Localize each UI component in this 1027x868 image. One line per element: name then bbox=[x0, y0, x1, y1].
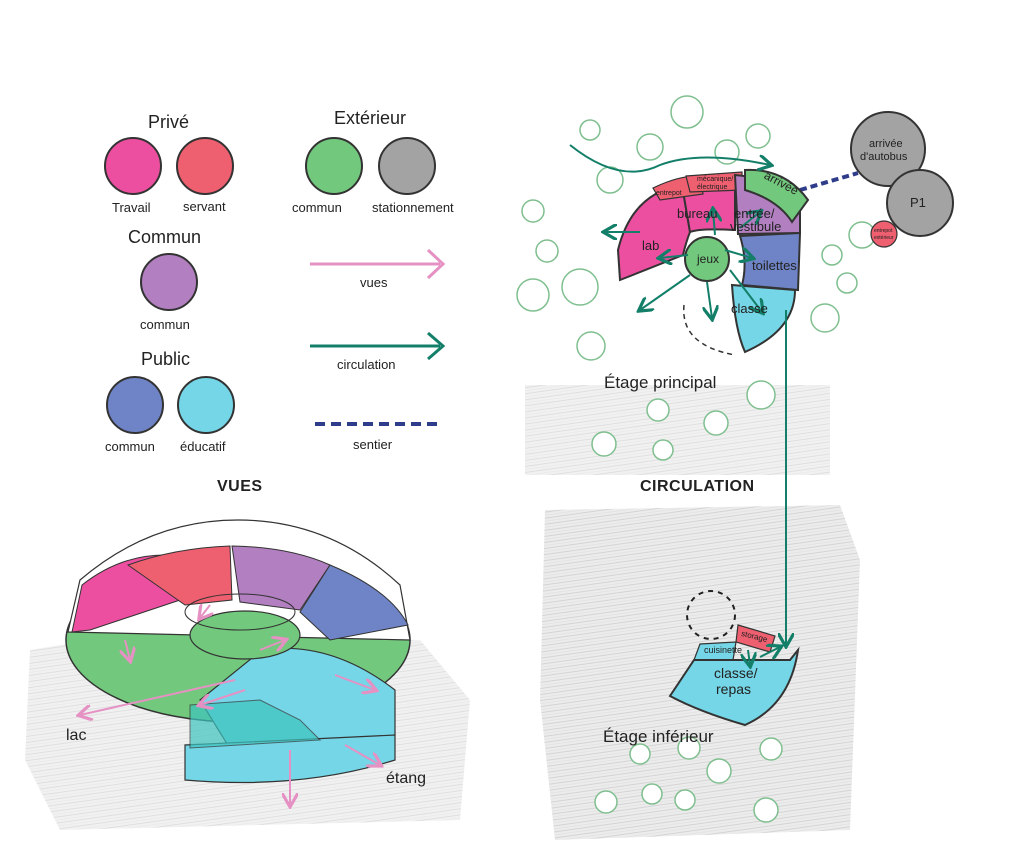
label-entrepot: entrepot bbox=[656, 190, 682, 197]
sentier-path bbox=[799, 171, 859, 192]
legend-circulation-label: circulation bbox=[337, 357, 396, 372]
label-entree-line1: entrée/ bbox=[734, 206, 775, 221]
legend-vues-line bbox=[310, 248, 446, 280]
section-title-circulation: CIRCULATION bbox=[640, 478, 755, 495]
ext-storage-circle bbox=[870, 220, 898, 248]
legend-ext-commun-swatch bbox=[305, 137, 363, 195]
room-classe bbox=[730, 283, 797, 354]
bus-arrival-circle bbox=[850, 111, 926, 187]
legend-travail-swatch bbox=[104, 137, 162, 195]
lower-courtyard-dashed bbox=[686, 590, 736, 640]
legend-exterieur-title: Extérieur bbox=[334, 108, 407, 128]
label-ext-entrepot-line2: extérieur bbox=[874, 235, 894, 241]
label-jeux: jeux bbox=[697, 252, 720, 266]
label-bus-line2: d'autobus bbox=[860, 151, 908, 163]
section-title-vues: VUES bbox=[217, 478, 263, 495]
legend-stationnement-label: stationnement bbox=[372, 200, 454, 215]
p1-parking-circle bbox=[886, 169, 954, 237]
label-bureau: bureau bbox=[677, 206, 718, 221]
legend-vues-label: vues bbox=[360, 275, 388, 290]
vues-3d-diagram bbox=[65, 519, 411, 805]
legend-servant-swatch bbox=[176, 137, 234, 195]
label-entree-line2: vestibule bbox=[730, 219, 782, 234]
lower-tree-icons bbox=[594, 736, 783, 823]
lower-room-classe bbox=[668, 646, 800, 727]
legend-stationnement-swatch bbox=[378, 137, 436, 195]
legend-public-commun-label: commun bbox=[105, 439, 155, 454]
label-bus-line1: arrivée bbox=[869, 138, 903, 150]
legend-public-commun-swatch bbox=[106, 376, 164, 434]
legend-public-title: Public bbox=[141, 349, 191, 369]
label-etang: étang bbox=[386, 770, 427, 787]
label-toilettes: toilettes bbox=[752, 258, 797, 273]
label-cuisinette: cuisinette bbox=[704, 645, 743, 655]
legend-educatif-label: éducatif bbox=[180, 439, 226, 454]
legend-servant-label: servant bbox=[183, 199, 226, 214]
legend-circulation-line bbox=[310, 331, 446, 361]
label-classe: classe bbox=[731, 301, 768, 316]
legend-commun-title: Commun bbox=[128, 227, 202, 247]
label-lab: lab bbox=[642, 238, 660, 253]
main-floor-plan bbox=[516, 95, 954, 645]
label-lower-classe-line1: classe/ bbox=[714, 665, 758, 681]
label-electrique: électrique bbox=[697, 184, 728, 191]
main-floor-title: Étage principal bbox=[604, 373, 717, 392]
tree-icons bbox=[516, 95, 876, 461]
legend-educatif-swatch bbox=[177, 376, 235, 434]
lower-floor-plan bbox=[594, 590, 800, 823]
legend-sentier-label: sentier bbox=[353, 437, 393, 452]
label-ext-entrepot-line1: entrepot bbox=[874, 228, 893, 234]
legend-commun-swatch bbox=[140, 253, 198, 311]
lower-floor-title: Étage inférieur bbox=[603, 727, 714, 746]
shading-main-floor bbox=[525, 385, 830, 475]
legend-commun-label: commun bbox=[140, 317, 190, 332]
room-jeux bbox=[684, 236, 730, 282]
legend-prive-title: Privé bbox=[148, 112, 190, 132]
room-arrivee bbox=[744, 168, 810, 224]
legend-travail-label: Travail bbox=[112, 200, 151, 215]
legend-ext-commun-label: commun bbox=[292, 200, 342, 215]
label-lower-classe-line2: repas bbox=[716, 681, 752, 697]
label-p1: P1 bbox=[910, 195, 926, 210]
label-mecanique: mécanique/ bbox=[697, 176, 734, 183]
label-lac: lac bbox=[66, 727, 87, 744]
